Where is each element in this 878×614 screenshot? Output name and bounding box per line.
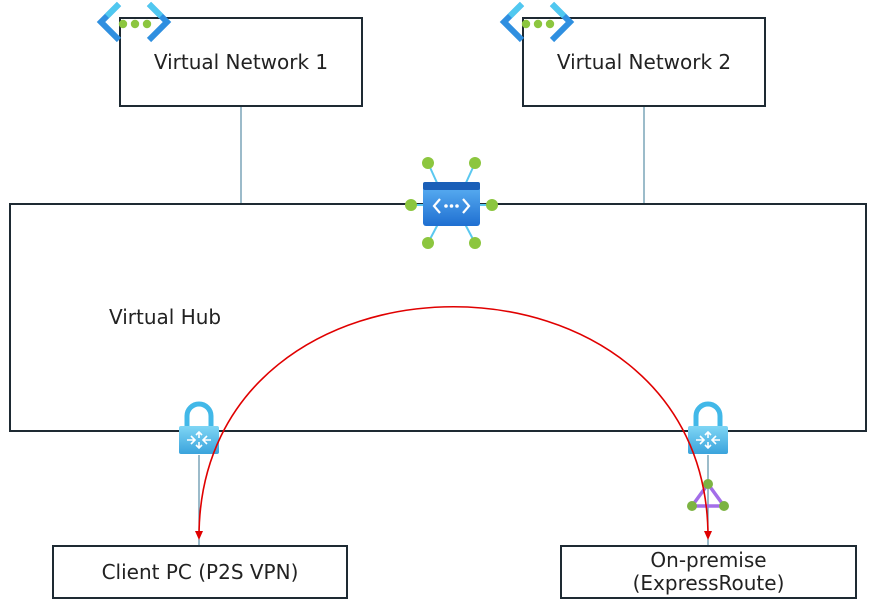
client-box: Client PC (P2S VPN) bbox=[52, 545, 348, 599]
vnet2-label: Virtual Network 2 bbox=[556, 50, 732, 74]
client-label: Client PC (P2S VPN) bbox=[101, 560, 299, 584]
onprem-label-line1: On-premise bbox=[650, 548, 767, 572]
vnet2-box: Virtual Network 2 bbox=[522, 17, 766, 107]
vnet1-label: Virtual Network 1 bbox=[153, 50, 329, 74]
hub-label: Virtual Hub bbox=[109, 305, 222, 329]
onprem-label-line2: (ExpressRoute) bbox=[632, 571, 785, 595]
onprem-box: On-premise (ExpressRoute) bbox=[560, 545, 857, 599]
vnet1-box: Virtual Network 1 bbox=[119, 17, 363, 107]
